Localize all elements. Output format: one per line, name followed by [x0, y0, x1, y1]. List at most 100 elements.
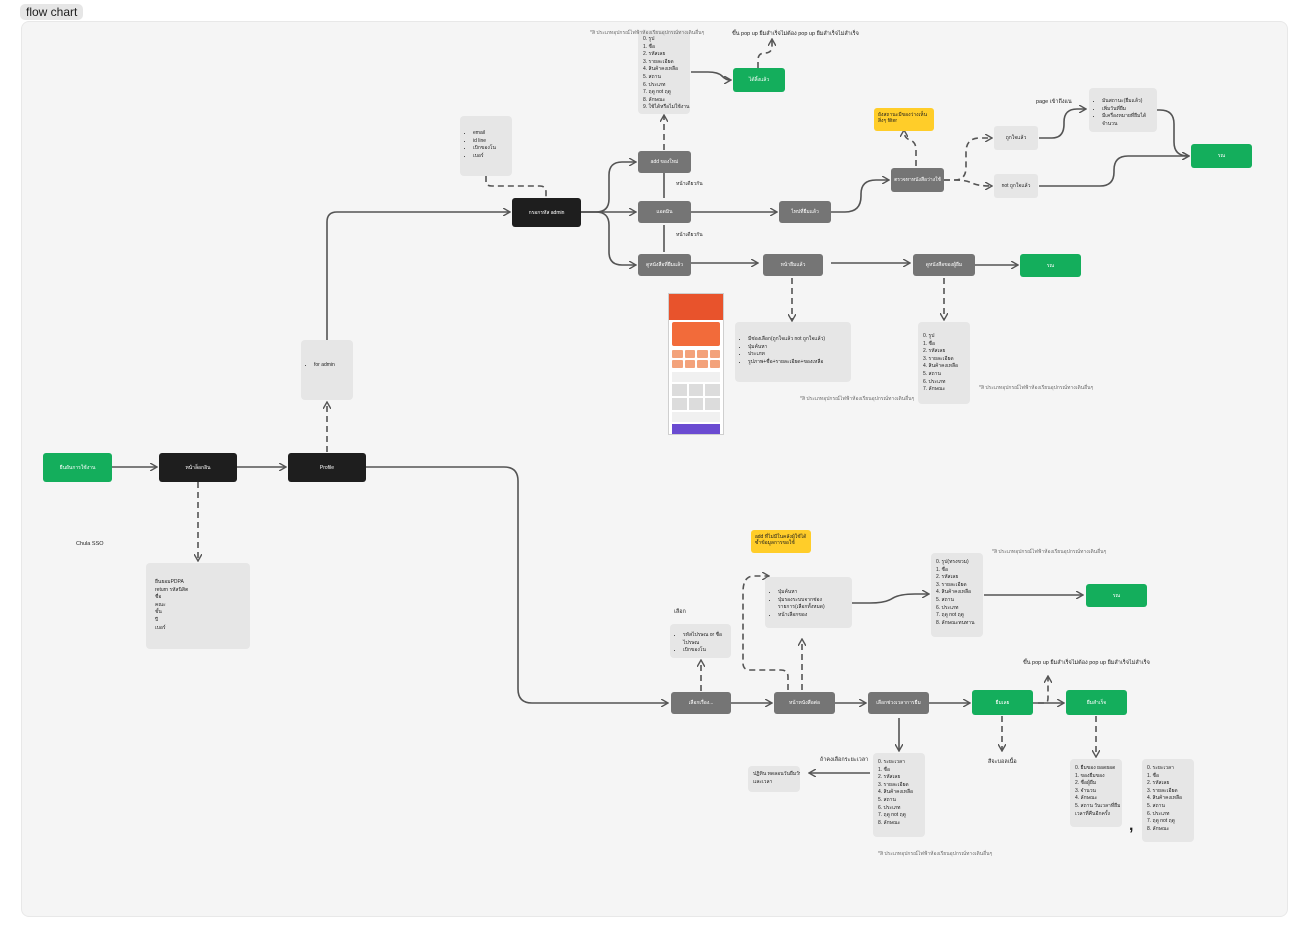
list-line: 4. ลักษณะ: [1075, 795, 1098, 802]
done-top-node[interactable]: รณ: [1191, 144, 1252, 168]
done-bottom-node[interactable]: รณ: [1086, 584, 1147, 607]
list-line: มีช่องเลือก(ถูกใจแล้ว not ถูกใจแล้ว): [748, 336, 846, 344]
add-book-node[interactable]: add ของใหม่: [638, 151, 691, 173]
list-line: 1. ชื่อ: [936, 566, 948, 573]
list-line: เบอร์: [155, 624, 166, 631]
list-line: 5. สถาน วันเวลาที่ยืม: [1075, 802, 1121, 809]
phone-banner: [672, 322, 720, 346]
list-line: ชื่อ: [155, 594, 162, 601]
page-label: page เข้าถึงแน: [1036, 99, 1072, 105]
list-line: *สิ ประเภท: [878, 851, 902, 857]
filter-node[interactable]: ตรวจหาหนังสือว่างใช้: [891, 168, 944, 192]
status-label: สีจะบอลเนื้อ: [988, 759, 1017, 765]
list-features-note: มีช่องเลือก(ถูกใจแล้ว not ถูกใจแล้ว)ปุ่ม…: [735, 322, 851, 382]
caption-right: *สิ ประเภทอุปกรณ์ไฟฟ้าห้องเรียนอุปกรณ์ทา…: [992, 549, 1106, 556]
list-line: 7. ฤดู not ฤดู: [936, 612, 964, 619]
filter-sticky: ยังสถานะมีของว่างเห็นสิ่งๆ filter: [874, 108, 934, 131]
list-line: เบิกของโน: [683, 647, 726, 655]
borrow-detail-node[interactable]: ดูหนังสือของผู้ยืม: [913, 254, 975, 276]
list-line: เวลาที่คืนอีกครั้ง: [1075, 810, 1110, 817]
list-line: อุปกรณ์ทางเดิน: [949, 851, 984, 857]
list-line: 3. รายละเอียด: [923, 355, 954, 362]
list-line: 7. ลักษณะ: [923, 386, 946, 393]
list-line: *สิ ประเภท: [800, 396, 824, 402]
admin-node[interactable]: กรอกรหัส admin: [512, 198, 581, 227]
tag-available-node[interactable]: ถูกใจแล้ว: [994, 126, 1038, 150]
list-line: 1. ชื่อ: [923, 340, 935, 347]
list-line: 4. สินค้าคงเหลือ: [643, 66, 679, 73]
list-line: 2. รหัสเลย: [878, 774, 901, 781]
choose-label: เลือก: [674, 609, 686, 615]
list-line: 8. ลักษณะ: [643, 96, 666, 103]
list-line: 8. ลักษณะทนทาน: [936, 619, 975, 626]
list-line: 8. ลักษณะ: [878, 819, 901, 826]
list-line: มีเครื่องหมายที่ยืมได้จำนวน: [1102, 113, 1152, 128]
list-line: 4. สินค้าคงเหลือ: [923, 363, 959, 370]
list-line: ห้องเรียน: [852, 396, 872, 402]
time-label: ถ้าคงเลือกระยะเวลา: [820, 757, 869, 763]
profile-node[interactable]: Profile: [288, 453, 366, 482]
list-line: เบิกของโน: [473, 145, 507, 153]
caption-mid: *สิ ประเภทอุปกรณ์ไฟฟ้าห้องเรียนอุปกรณ์ทา…: [800, 396, 914, 403]
list-line: 3. รายละเอียด: [936, 581, 967, 588]
book-page-node[interactable]: หน้าหนังสือต่อ: [774, 692, 835, 714]
list-line: อื่นๆ: [695, 30, 705, 36]
list-line: 7. ฤดู not ฤดู: [643, 89, 671, 96]
confirm-node[interactable]: เลือกช่วงเวลาการยืม: [868, 692, 929, 714]
search-options-note: รหัสไปรษณ or ชื่อไปรษณเบิกของโน: [670, 624, 731, 658]
list-line: 5. สถาน: [1147, 802, 1165, 809]
done-mid-node[interactable]: รณ: [1020, 254, 1081, 277]
list-line: คณะ: [155, 601, 166, 608]
list-line: ยืนยอมPDPA: [155, 579, 184, 585]
phone-row: [672, 372, 720, 382]
notify-node[interactable]: ได้ลิ้งแล้ว: [733, 68, 785, 92]
list-line: อุปกรณ์ไฟฟ้า: [1002, 385, 1032, 391]
list-line: ห้องเรียน: [1044, 549, 1064, 555]
list-line: ห้องเรียน: [930, 851, 950, 857]
list-line: 0. ระยะเวลา: [878, 759, 905, 765]
login-node[interactable]: หน้าล็อกอิน: [159, 453, 237, 482]
phone-header: [669, 294, 723, 320]
list-line: ห้องเรียน: [1031, 385, 1051, 391]
list-line: 0. รูป: [643, 36, 655, 42]
list-line: 1. ชื่อ: [1147, 772, 1159, 779]
list-line: อื่นๆ: [905, 396, 915, 402]
list-line: 2. รหัสเลย: [936, 574, 959, 581]
list-line: 6. ประเภท: [923, 378, 946, 385]
return-button-node[interactable]: ยืมสำเร็จ: [1066, 690, 1127, 715]
phone-category-grid: [669, 348, 723, 370]
list-line: for admin: [314, 362, 348, 370]
frame-title[interactable]: flow chart: [20, 4, 84, 20]
borrow-page-node[interactable]: หน้ายืมแล้ว: [763, 254, 823, 276]
list-line: 1. ของยืมของ: [1075, 772, 1105, 779]
borrow-button-node[interactable]: ยืมเลย: [972, 690, 1033, 715]
add-note-sticky: add ที่ไม่มีในคลังผู้ใช้ได้ซ้ำข้อมูลการข…: [751, 530, 811, 553]
book-options-note: ปุ่มค้นหาปุ่มรองระบบจากช่องรายการ(เลือกท…: [765, 577, 852, 628]
edit-book-node[interactable]: แอดมิน: [638, 201, 691, 223]
borrow-list-node[interactable]: ดูหนังสือที่ยืมแล้ว: [638, 254, 691, 276]
phone-row-2: [672, 412, 720, 422]
list-line: อุปกรณ์ไฟฟ้า: [1015, 549, 1045, 555]
list-line: ชั้น: [155, 609, 162, 616]
list-line: เพิ่มวันที่ยืม: [1102, 106, 1152, 114]
list-line: 5. สถาน: [923, 370, 941, 377]
list-line: 2. ชื่อผู้ยืม: [1075, 780, 1097, 787]
popup-top-label: ขึ้น pop up ยืมสำเร็จไม่ต้อง pop up ยืมส…: [732, 31, 859, 37]
list-line: 3. รายละเอียด: [643, 58, 674, 65]
admin-fields-note: emailid lineเบิกของโนเบอร์: [460, 116, 512, 176]
list-line: อุปกรณ์ทางเดิน: [1063, 549, 1098, 555]
list-line: 6. ประเภท: [936, 604, 959, 611]
list-line: 9. ใช้ได้หรือไม่ใช้งาน 7: [643, 104, 690, 111]
tag-not-available-node[interactable]: not ถูกใจแล้ว: [994, 174, 1038, 198]
select-node[interactable]: เลือกเรื่อง...: [671, 692, 731, 714]
list-line: id line: [473, 138, 507, 146]
item-list-node[interactable]: ไทปที่ยืมแล้ว: [779, 201, 831, 223]
start-node[interactable]: ยืนยันการใช้งาน: [43, 453, 112, 482]
list-line: 0. รูป: [923, 333, 935, 339]
list-line: 3. รายละเอียด: [1147, 787, 1178, 794]
same-page-label-2: หน้าเดียวกัน: [676, 232, 703, 238]
list-line: 8. ลักษณะ: [1147, 825, 1170, 832]
